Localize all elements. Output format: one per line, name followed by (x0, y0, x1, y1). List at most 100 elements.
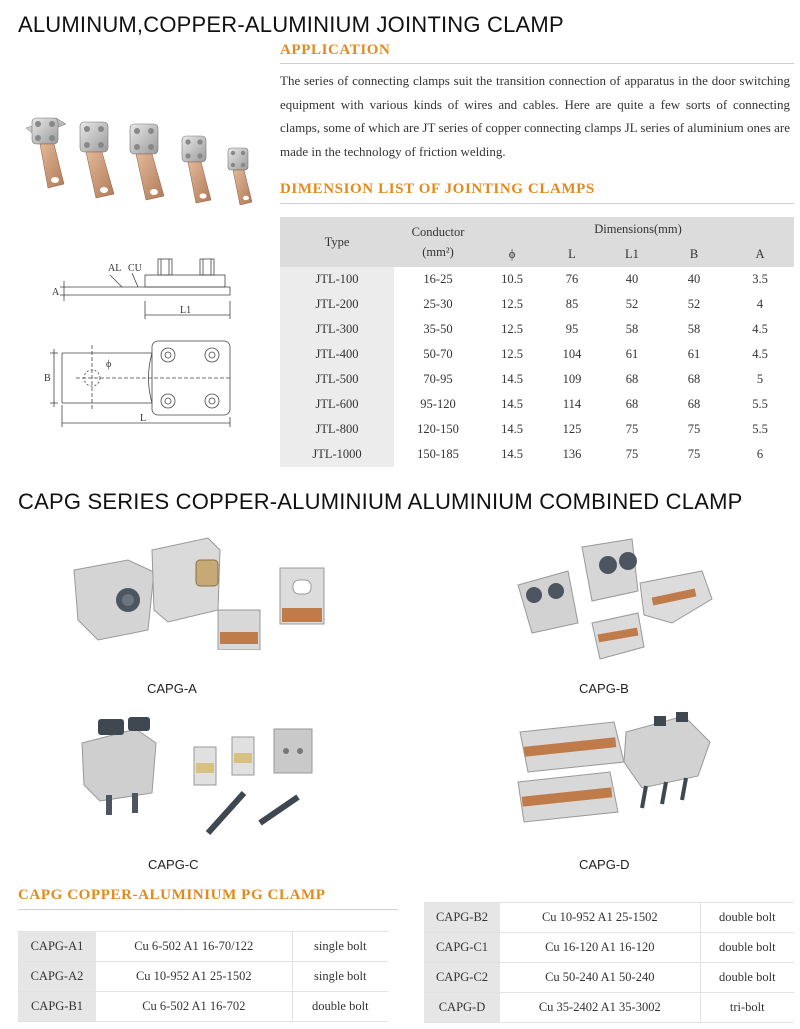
table-cell: 35-50 (423, 322, 453, 336)
dimension-rule (280, 203, 794, 204)
table-cell: 136 (562, 447, 582, 461)
caption-capg-d: CAPG-D (579, 857, 630, 872)
table-cell: 40 (625, 272, 639, 286)
table-cell: 85 (565, 297, 579, 311)
label-al: AL (108, 263, 121, 274)
table-cell: 150-185 (417, 447, 459, 461)
top-view (50, 340, 231, 427)
table-cell: 12.5 (501, 297, 523, 311)
table-cell: 61 (687, 347, 701, 361)
jointing-clamps-photo (25, 117, 253, 206)
clamp-5 (227, 147, 253, 206)
header-col-l1: L1 (602, 242, 662, 267)
application-heading: APPLICATION (280, 42, 391, 58)
table-cell: 4.5 (752, 347, 768, 361)
capg-a-photo (73, 537, 325, 650)
table-cell: 6 (756, 447, 764, 461)
cell-type: JTL-200 (280, 292, 394, 317)
cell-range: Cu 10-952 A1 25-1502 (96, 961, 292, 992)
cell-bolt: double bolt (699, 962, 794, 993)
clamp-3 (129, 123, 165, 201)
clamp-2 (79, 121, 115, 199)
header-col-l: L (542, 242, 602, 267)
dimension-header-row-2: ϕ L L1 B A (280, 242, 794, 267)
cell-type: JTL-1000 (280, 442, 394, 467)
header-col-b: B (662, 242, 726, 267)
table-cell: 14.5 (501, 372, 523, 386)
table-row: JTL-200 25-30 12.5 85 52 52 4 (280, 292, 794, 317)
cell-range: Cu 6-502 A1 16-702 (96, 991, 292, 1022)
table-cell: 52 (625, 297, 639, 311)
page-title: ALUMINUM,COPPER-ALUMINIUM JOINTING CLAMP (18, 12, 564, 37)
label-phi: ϕ (106, 359, 111, 370)
table-cell: 4 (756, 297, 764, 311)
table-cell: 75 (625, 447, 639, 461)
table-cell: 75 (687, 447, 701, 461)
header-dimensions: Dimensions(mm) (482, 217, 794, 242)
cell-model: CAPG-A2 (18, 961, 96, 992)
caption-capg-a: CAPG-A (147, 681, 197, 696)
table-cell: 68 (625, 397, 639, 411)
capg-d-photo (517, 712, 711, 823)
technical-drawing: AL CU A L1 B ϕ L (44, 258, 231, 427)
dimension-heading: DIMENSION LIST OF JOINTING CLAMPS (280, 181, 595, 197)
table-cell: 125 (562, 422, 582, 436)
capg-b-photo (517, 538, 713, 660)
table-cell: 4.5 (752, 322, 768, 336)
table-cell: 76 (565, 272, 579, 286)
table-cell: 14.5 (501, 397, 523, 411)
table-cell: 50-70 (423, 347, 453, 361)
header-conductor-unit: (mm²) (422, 245, 454, 259)
cell-bolt: single bolt (291, 961, 388, 992)
table-cell: 68 (687, 372, 701, 386)
cell-range: Cu 6-502 A1 16-70/122 (96, 931, 292, 962)
capg-c-photo (81, 717, 313, 836)
label-a: A (52, 287, 60, 298)
side-view (60, 258, 231, 319)
cell-model: CAPG-D (424, 992, 500, 1023)
cell-model: CAPG-A1 (18, 931, 96, 962)
label-l: L (140, 413, 146, 424)
label-l1: L1 (180, 305, 191, 316)
capg-title: CAPG SERIES COPPER-ALUMINIUM ALUMINIUM C… (18, 489, 743, 514)
cell-range: Cu 16-120 A1 16-120 (500, 932, 700, 963)
table-cell: 114 (562, 397, 582, 411)
table-cell: 5.5 (752, 397, 768, 411)
dimension-table: Type Conductor (mm²) Dimensions(mm) ϕ L … (280, 217, 794, 467)
cell-type: JTL-500 (280, 367, 394, 392)
table-cell: 10.5 (501, 272, 523, 286)
header-conductor: Conductor (mm²) (394, 217, 482, 267)
table-cell: 12.5 (501, 322, 523, 336)
cell-model: CAPG-B2 (424, 902, 500, 933)
table-cell: 109 (562, 372, 582, 386)
application-text: The series of connecting clamps suit the… (280, 73, 790, 159)
table-cell: 52 (687, 297, 701, 311)
cell-range: Cu 10-952 A1 25-1502 (500, 902, 700, 933)
header-conductor-label: Conductor (411, 225, 465, 239)
cell-range: Cu 50-240 A1 50-240 (500, 962, 700, 993)
cell-bolt: single bolt (291, 931, 388, 962)
table-cell: 25-30 (423, 297, 453, 311)
table-cell: 70-95 (423, 372, 453, 386)
table-cell: 16-25 (423, 272, 453, 286)
cell-type: JTL-600 (280, 392, 394, 417)
cell-bolt: double bolt (699, 932, 794, 963)
table-cell: 68 (687, 397, 701, 411)
table-cell: 40 (687, 272, 701, 286)
